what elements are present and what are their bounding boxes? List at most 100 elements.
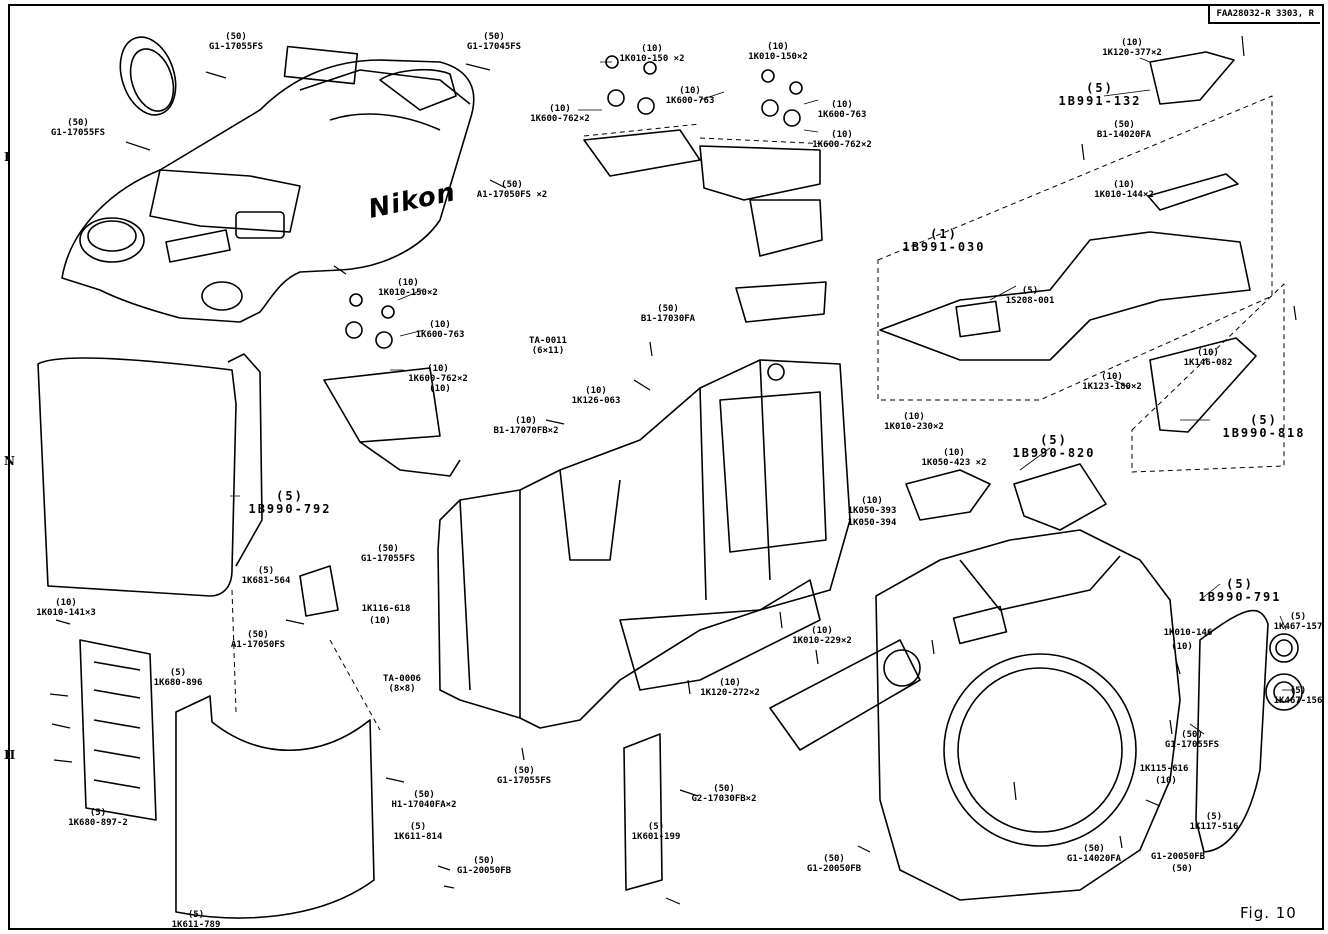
part-callout: G1-20050FB [1151,852,1205,862]
part-quantity: TA-0011 [529,336,567,346]
top-right-flex [879,51,1257,433]
part-callout: 1K115-616 [1140,764,1189,774]
part-callout: (10)1K600-762×2 [530,104,590,124]
part-callout: TA-0011(6×11) [529,336,567,356]
part-quantity: (50) [713,784,735,794]
part-number: 1K010-230×2 [884,422,944,432]
part-number: G1-14020FA [1066,854,1122,864]
part-quantity: (10) [397,278,419,288]
part-quantity: (10) [55,598,77,608]
part-callout: (10)1K050-393 [848,496,897,516]
part-callout: (5)1S208-001 [1006,286,1055,306]
part-number: A1-17050FS ×2 [476,190,548,200]
part-quantity: (10) [429,320,451,330]
part-callout: (5)1K467-157 [1274,612,1323,632]
part-quantity: (10) [1155,776,1177,786]
part-number: 1K600-763 [665,96,715,106]
front-cover [37,353,263,597]
part-quantity: (5) [1250,413,1278,427]
part-quantity: (5) [1086,81,1114,95]
part-number: G1-17055FS [1164,740,1220,750]
part-number: 1K126-063 [571,396,621,406]
part-number: 1K467-156 [1273,696,1323,706]
part-callout: (10)1K010-150 ×2 [619,44,684,64]
part-number: G1-20050FB [456,866,512,876]
part-callout: (50)B1-14020FA [1097,120,1151,140]
part-quantity: (5) [1289,686,1307,696]
part-number: 1K010-141×3 [36,608,96,618]
part-number: 1K680-897-2 [68,818,128,828]
right-side-plate [1195,609,1303,853]
part-number: G1-17055FS [360,554,416,564]
part-callout: (50)G1-17055FS [497,766,551,786]
part-number: B1-14020FA [1096,130,1152,140]
side-marker-1: I [4,150,10,164]
part-quantity: (10) [719,678,741,688]
part-callout: (10) [1155,776,1177,786]
part-callout: (50)B1-17030FA [641,304,695,324]
part-number: 1K010-150 ×2 [619,54,685,64]
part-callout: (10)1K120-377×2 [1102,38,1162,58]
part-callout: (5)1K611-814 [394,822,443,842]
part-callout: (5)1B990-792 [248,490,331,516]
part-number: 1B990-792 [248,502,332,516]
part-quantity: (50) [247,630,269,640]
part-number: 1S208-001 [1005,296,1055,306]
part-callout: (1)1B991-030 [902,228,985,254]
part-quantity: (10) [943,448,965,458]
part-quantity: (10) [427,364,449,374]
part-callout: (10)1K600-763 [666,86,715,106]
part-quantity: (5) [89,808,107,818]
part-quantity: (50) [823,854,845,864]
part-number: 1K467-157 [1273,622,1323,632]
part-number: G1-17055FS [50,128,106,138]
part-number: 1K115-616 [1139,764,1189,774]
flex-circuits [323,55,827,477]
part-callout: (50)G1-17055FS [51,118,105,138]
part-quantity: (10) [549,104,571,114]
part-callout: (10)1K010-150×2 [748,42,808,62]
part-quantity: (10) [1171,642,1193,652]
part-callout: (10)1K050-423 ×2 [921,448,986,468]
part-number: 1K120-377×2 [1102,48,1162,58]
drawing-frame [8,4,1324,930]
top-cover [61,45,475,323]
part-number: 1B990-791 [1198,590,1282,604]
part-quantity: (1) [930,227,958,241]
part-callout: (10)1K010-229×2 [792,626,852,646]
part-callout: (5)1K611-789 [172,910,221,930]
part-number: 1K601-199 [631,832,681,842]
rear-cover [79,639,375,919]
part-quantity: (10) [369,616,391,626]
part-callout: (10)1K600-763 [416,320,465,340]
part-quantity: (5) [1021,286,1039,296]
part-number: 1K116-618 [361,604,411,614]
part-callout: (10)1K123-180×2 [1082,372,1142,392]
part-number: 1B991-030 [902,240,986,254]
part-number: 1K120-272×2 [700,688,760,698]
part-callout: 1K050-394 [848,518,897,528]
part-number: 1K050-423 ×2 [921,458,987,468]
part-quantity: (50) [1083,844,1105,854]
part-quantity: (10) [1197,348,1219,358]
assembly-outlines [231,95,1285,731]
part-number: A1-17050FS [230,640,286,650]
part-quantity: (10) [1113,180,1135,190]
part-number: 1K050-394 [847,518,897,528]
part-quantity: (5) [647,822,665,832]
part-number: G1-20050FB [806,864,862,874]
part-number: 1K050-393 [847,506,897,516]
part-number: G1-20050FB [1150,852,1206,862]
screws [49,35,1297,905]
part-number: G1-17055FS [496,776,552,786]
part-number: 1K600-762×2 [408,374,468,384]
part-number: 1K010-150×2 [378,288,438,298]
part-callout: (5)1B991-132 [1058,82,1141,108]
part-callout: (10)1K146-082 [1184,348,1233,368]
part-number: 1K600-762×2 [812,140,872,150]
part-callout: (10) [429,384,451,394]
part-callout: (10)1K600-762×2 [812,130,872,150]
part-callout: (5)1K681-564 [242,566,291,586]
part-quantity: (50) [513,766,535,776]
part-callout: (10)1K010-144×2 [1094,180,1154,200]
